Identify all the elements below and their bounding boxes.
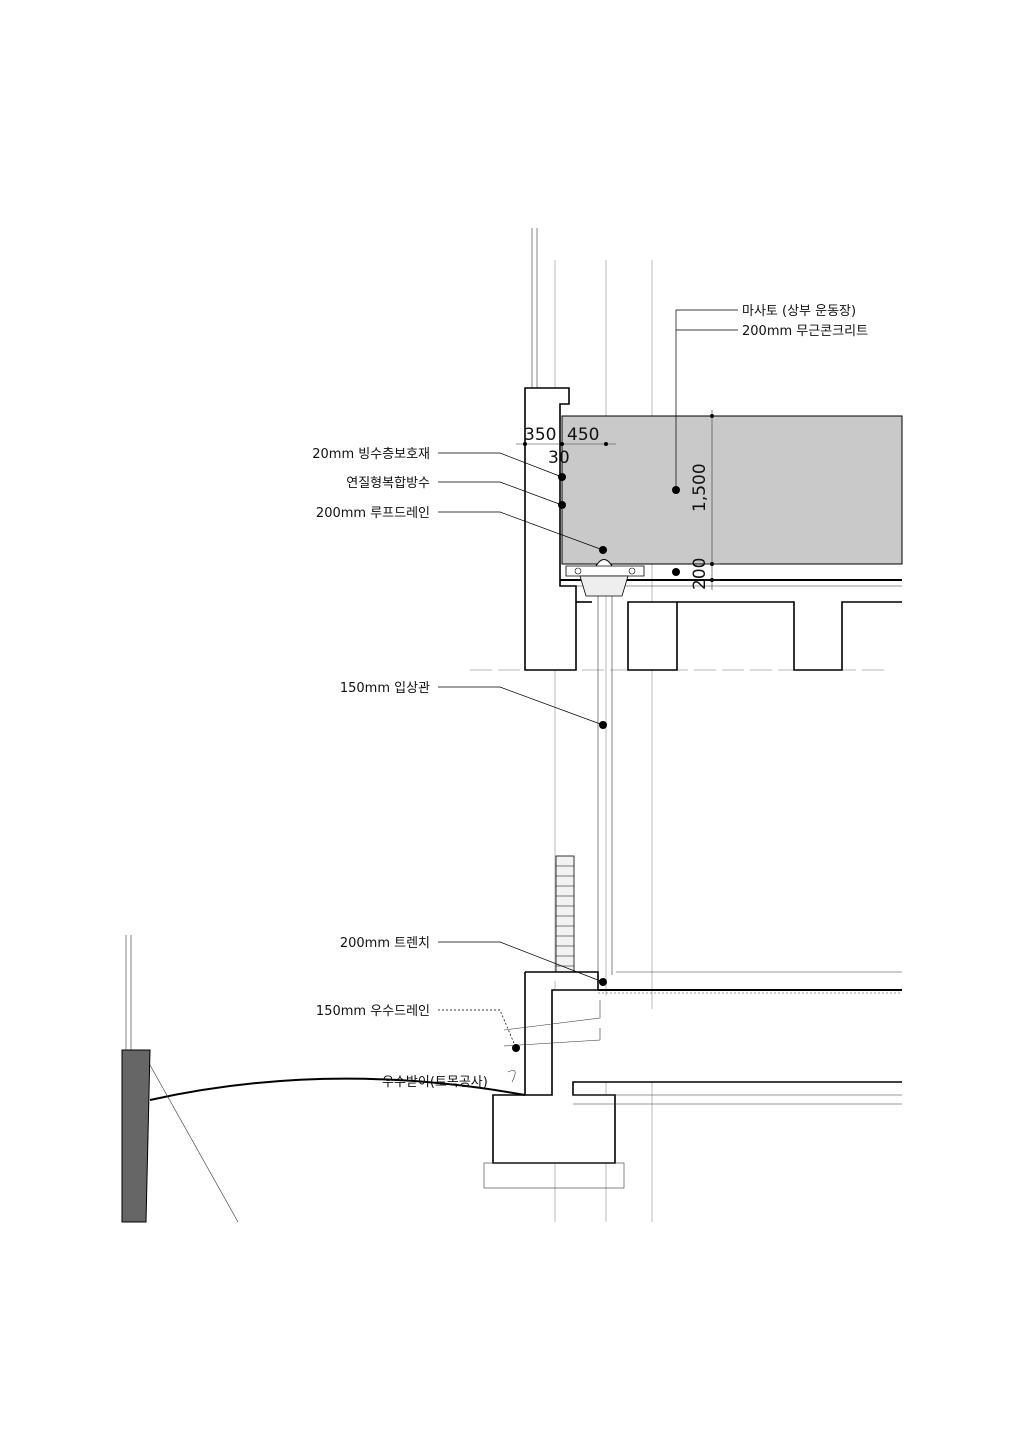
label-gutter: 우수받이(토목공사) [382,1075,488,1090]
parapet-wall [524,387,577,671]
dim-30: 30 [548,448,570,468]
railing [531,228,538,388]
soil-fill [561,415,903,565]
label-roof-drain: 200mm 루프드레인 [316,506,430,521]
foundation [492,971,902,1164]
riser-pipe [597,596,613,985]
rain-drain-pipe [503,1000,601,1083]
label-rain-drain: 150mm 우수드레인 [316,1004,430,1019]
label-protection: 20mm 빙수층보호재 [312,447,430,462]
brick-wall [555,855,575,973]
dim-350: 350 [524,425,556,445]
retaining-wall [121,935,526,1223]
dim-450: 450 [567,425,599,445]
lower-floor [597,971,902,994]
leaders-left [438,452,607,1052]
label-soil: 마사토 (상부 운동장) [742,304,856,319]
leader-top [672,309,738,576]
label-trench: 200mm 트렌치 [340,936,430,951]
roof-drain [565,559,645,597]
dim-1500: 1,500 [690,463,710,512]
label-riser: 150mm 입상관 [340,681,430,696]
label-concrete: 200mm 무근콘크리트 [742,324,868,339]
dim-200: 200 [690,558,710,590]
label-waterproof: 연질형복합방수 [346,476,430,491]
dimension-lines [516,410,720,590]
